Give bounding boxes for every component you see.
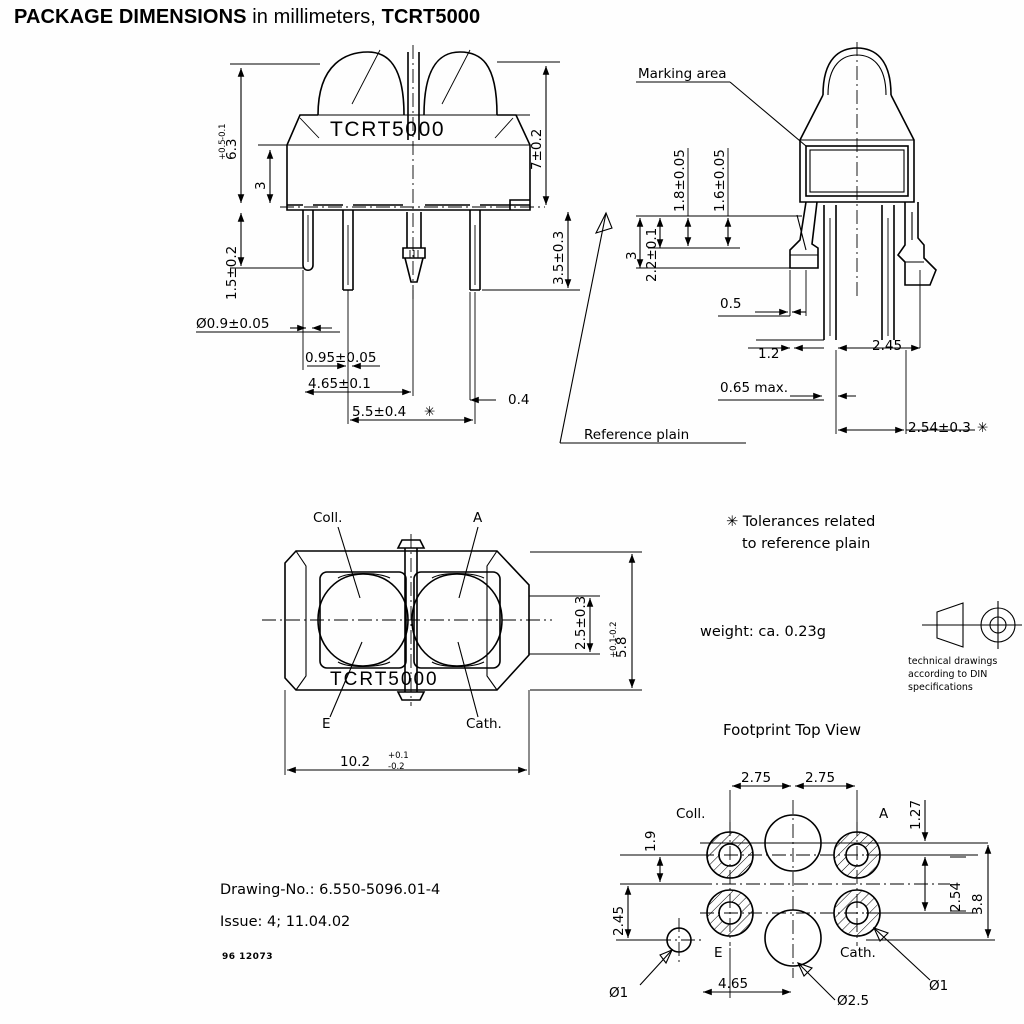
page-title-bold-2: TCRT5000 <box>381 6 481 28</box>
dim-fp-275-left: 2.75 <box>741 770 771 786</box>
din-note: technical drawings according to DIN spec… <box>908 656 997 694</box>
dim-side-12: 1.2 <box>758 346 779 362</box>
din-note-line2: according to DIN <box>908 668 988 680</box>
dim-side-254-star: ✳ <box>977 420 988 436</box>
tolerance-note-line1: Tolerances related <box>742 514 876 530</box>
label-marking-area: Marking area <box>638 66 727 82</box>
dim-fp-38: 3.8 <box>970 894 986 915</box>
footprint-drawing: Footprint Top View 2.75 2.75 Coll. A E C… <box>609 721 995 1009</box>
dim-front-height-total-plus: +0.5 <box>218 139 228 160</box>
front-view-body-marking: TCRT5000 <box>330 118 445 141</box>
weight-note: weight: ca. 0.23g <box>700 624 826 640</box>
dim-top-width-minus: -0.2 <box>609 621 619 638</box>
dim-top-length: 10.2 <box>340 754 370 770</box>
dim-fp-dia1-left: Ø1 <box>609 985 628 1001</box>
side-view-drawing: Marking area 1.8±0.05 1.6±0.05 2.2±0.1 3… <box>624 42 988 436</box>
dim-top-width: 5.8 <box>614 637 630 658</box>
dim-side-18: 1.8±0.05 <box>672 149 688 212</box>
tolerance-star: ✳ <box>726 514 739 530</box>
dim-front-tab-width: 0.4 <box>508 392 529 408</box>
dim-side-22: 2.2±0.1 <box>644 228 660 282</box>
footprint-title: Footprint Top View <box>723 721 861 739</box>
label-fp-a: A <box>879 806 889 822</box>
dim-front-lead-dia: Ø0.9±0.05 <box>196 316 269 332</box>
label-fp-coll: Coll. <box>676 806 705 822</box>
front-view-drawing: TCRT5000 6.3 +0.5 -0.1 <box>196 45 746 444</box>
label-top-a: A <box>473 510 483 526</box>
label-top-coll: Coll. <box>313 510 342 526</box>
dim-side-065: 0.65 max. <box>720 380 788 396</box>
dim-top-width-plus: +0.1 <box>609 637 619 658</box>
din-projection-symbol <box>922 601 1022 649</box>
page-title-normal: in millimeters, <box>246 6 382 28</box>
dim-front-lead-shoulder: 3 <box>253 181 269 190</box>
dim-side-05: 0.5 <box>720 296 741 312</box>
dim-fp-dia25: Ø2.5 <box>837 993 869 1009</box>
dim-front-lead-tip: 1.5±0.2 <box>224 246 240 300</box>
label-reference-plain: Reference plain <box>584 427 689 443</box>
dim-front-right-lead: 3.5±0.3 <box>551 231 567 285</box>
dim-front-right-height: 7±0.2 <box>529 129 545 170</box>
top-view-drawing: TCRT5000 Coll. A E Cath. 2.5±0.3 5.8 +0.… <box>262 510 642 775</box>
label-top-cath: Cath. <box>466 716 502 732</box>
top-view-body-marking: TCRT5000 <box>330 669 439 690</box>
dim-side-254: 2.54±0.3 <box>908 420 971 436</box>
dim-fp-127: 1.27 <box>908 800 924 830</box>
dim-front-height-total: 6.3 <box>224 139 240 160</box>
dim-fp-465: 4.65 <box>718 976 748 992</box>
dim-top-window: 2.5±0.3 <box>573 596 589 650</box>
dim-front-pitch-c: 5.5±0.4 <box>352 404 406 420</box>
dim-fp-275-right: 2.75 <box>805 770 835 786</box>
tolerance-note: ✳ Tolerances related to reference plain <box>726 512 875 556</box>
din-note-line1: technical drawings <box>908 656 998 667</box>
dim-front-pitch-b: 4.65±0.1 <box>308 376 371 392</box>
document-code: 96 12073 <box>222 952 273 962</box>
label-fp-cath: Cath. <box>840 945 876 961</box>
dim-front-pitch-a: 0.95±0.05 <box>305 350 376 366</box>
tolerance-note-line2: to reference plain <box>742 535 871 552</box>
dim-front-height-total-minus: -0.1 <box>218 123 228 140</box>
din-note-line3: specifications <box>908 681 973 693</box>
label-top-e: E <box>322 716 331 732</box>
dim-front-pitch-c-star: ✳ <box>424 404 435 420</box>
dim-fp-dia1-right: Ø1 <box>929 978 948 994</box>
dim-fp-254: 2.54 <box>948 882 964 912</box>
dim-top-length-minus: -0.2 <box>388 762 405 772</box>
dim-top-length-plus: +0.1 <box>388 751 409 761</box>
dim-fp-245: 2.45 <box>611 906 627 936</box>
issue-number: Issue: 4; 11.04.02 <box>220 914 351 930</box>
label-fp-e: E <box>714 945 723 961</box>
dim-side-16: 1.6±0.05 <box>712 149 728 212</box>
page-title-bold-1: PACKAGE DIMENSIONS <box>14 6 247 28</box>
dim-side-3: 3 <box>624 251 640 260</box>
dim-fp-19: 1.9 <box>643 831 659 852</box>
page-title: PACKAGE DIMENSIONS in millimeters, TCRT5… <box>14 6 480 29</box>
drawing-number: Drawing-No.: 6.550-5096.01-4 <box>220 882 441 898</box>
dim-side-245: 2.45 <box>872 338 902 354</box>
